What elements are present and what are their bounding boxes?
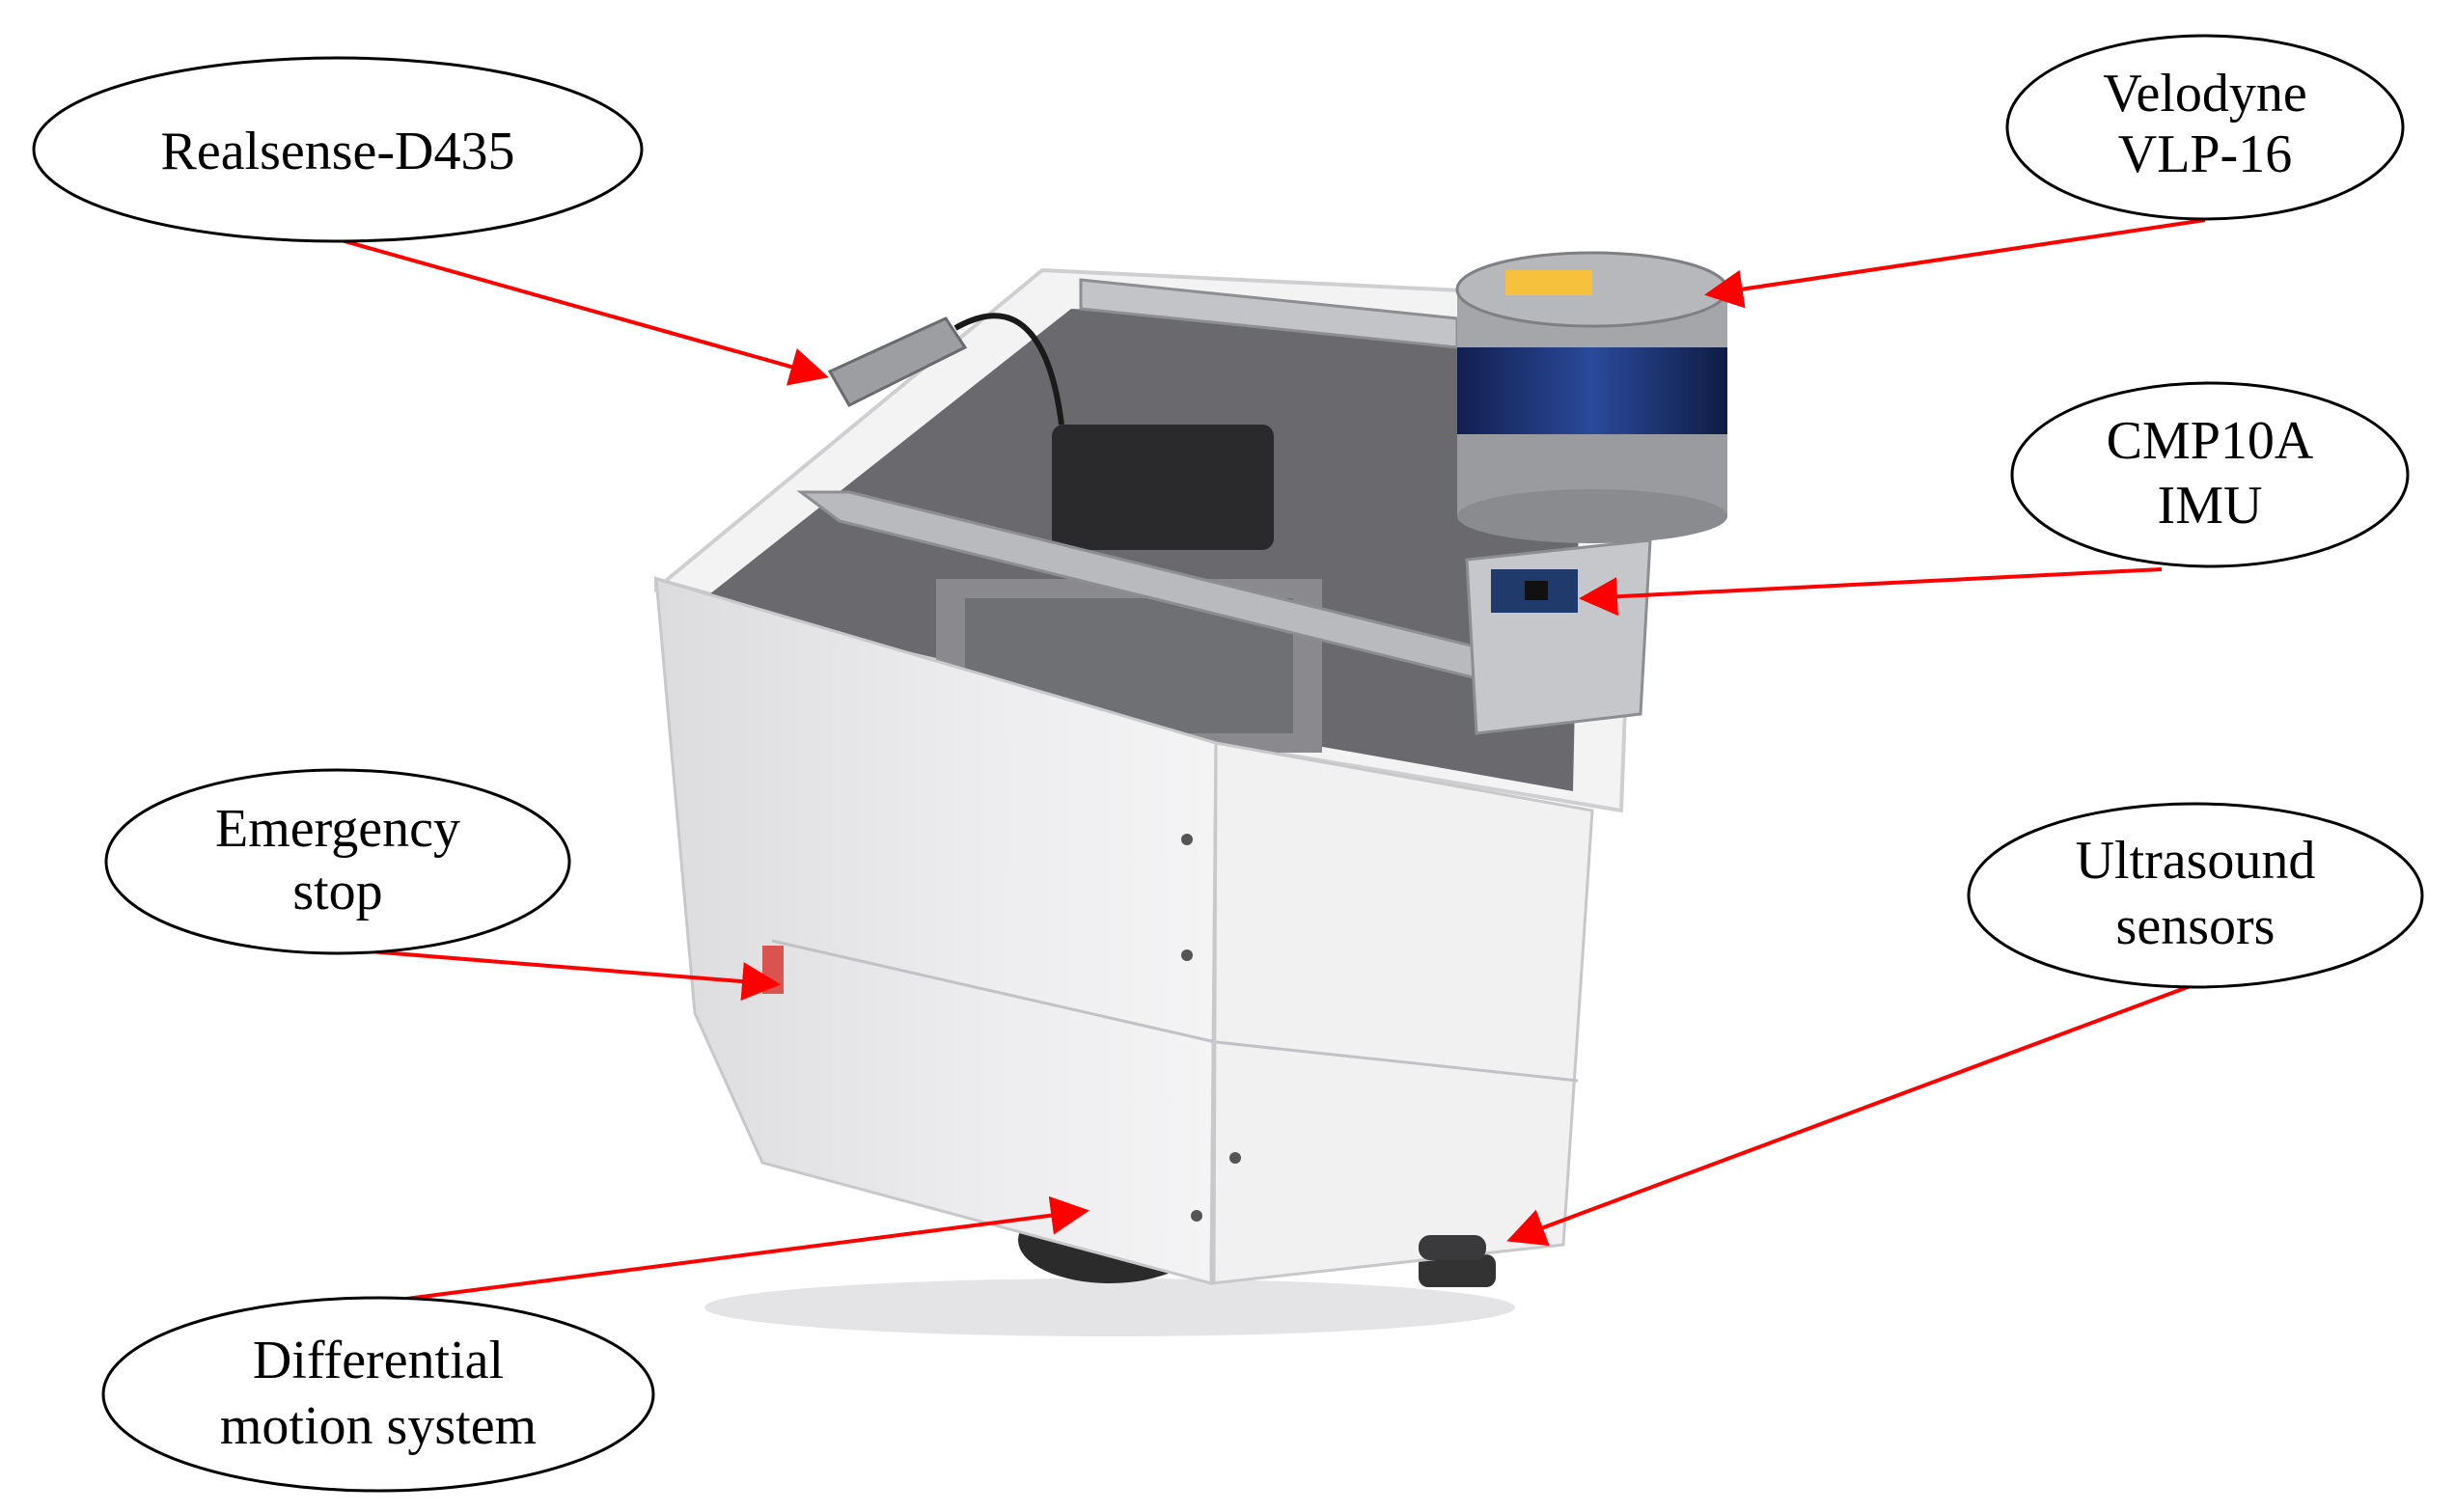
lidar-bottom bbox=[1457, 489, 1727, 543]
panel-seam bbox=[771, 939, 1217, 1044]
callout-estop-ellipse bbox=[104, 768, 571, 955]
callout-imu: CMP10A IMU bbox=[2010, 381, 2410, 568]
callout-realsense-ellipse bbox=[32, 56, 644, 243]
callout-estop: Emergency stop bbox=[104, 768, 571, 955]
camera-cable bbox=[953, 313, 1064, 426]
callout-motion: Differential motion system bbox=[101, 1296, 655, 1493]
callout-ultrasound-label-1: Ultrasound bbox=[2076, 831, 2316, 891]
ultrasound-window bbox=[1419, 1235, 1486, 1260]
callout-motion-label-2: motion system bbox=[220, 1396, 537, 1456]
lidar-label bbox=[1505, 270, 1592, 295]
callout-ultrasound-ellipse bbox=[1967, 802, 2424, 989]
robot-photo bbox=[654, 251, 1729, 1336]
callout-imu-label-1: CMP10A bbox=[2107, 411, 2314, 471]
electronics-box bbox=[1052, 425, 1274, 550]
panel-seam bbox=[1212, 742, 1218, 1284]
callout-imu-ellipse bbox=[2010, 381, 2410, 568]
callout-realsense: Realsense-D435 bbox=[32, 56, 644, 243]
panel-seam bbox=[1215, 1040, 1579, 1083]
callout-estop-label-1: Emergency bbox=[215, 799, 460, 859]
callout-velodyne-label-1: Velodyne bbox=[2103, 64, 2307, 124]
arrows bbox=[337, 218, 2206, 1305]
screw bbox=[1191, 1210, 1202, 1222]
emergency-stop-button bbox=[762, 946, 784, 994]
callout-velodyne: Velodyne VLP-16 bbox=[2005, 34, 2405, 221]
callout-motion-ellipse bbox=[101, 1296, 655, 1493]
screw bbox=[1181, 834, 1193, 845]
arrow-estop bbox=[356, 948, 781, 1002]
rear-caster bbox=[1419, 1254, 1496, 1287]
floor-shadow bbox=[704, 1278, 1515, 1336]
callout-velodyne-ellipse bbox=[2005, 34, 2405, 221]
imu-chip bbox=[1525, 581, 1548, 600]
callout-imu-label-2: IMU bbox=[2158, 476, 2263, 536]
callout-realsense-label: Realsense-D435 bbox=[160, 122, 514, 181]
realsense-camera bbox=[827, 316, 968, 407]
callout-motion-label-1: Differential bbox=[253, 1331, 504, 1390]
callout-ultrasound-label-2: sensors bbox=[2116, 896, 2276, 956]
arrow-ultrasound bbox=[1506, 982, 2196, 1247]
callout-estop-label-2: stop bbox=[292, 862, 382, 921]
arrow-imu bbox=[1579, 567, 2163, 617]
callout-ultrasound: Ultrasound sensors bbox=[1967, 802, 2424, 989]
arrow-realsense bbox=[337, 237, 829, 386]
arrow-motion bbox=[375, 1196, 1090, 1305]
robot-side-panel bbox=[1209, 741, 1594, 1285]
callout-velodyne-label-2: VLP-16 bbox=[2118, 124, 2292, 184]
screw bbox=[1181, 949, 1193, 961]
arrow-velodyne bbox=[1704, 218, 2206, 309]
screw bbox=[1229, 1152, 1241, 1164]
